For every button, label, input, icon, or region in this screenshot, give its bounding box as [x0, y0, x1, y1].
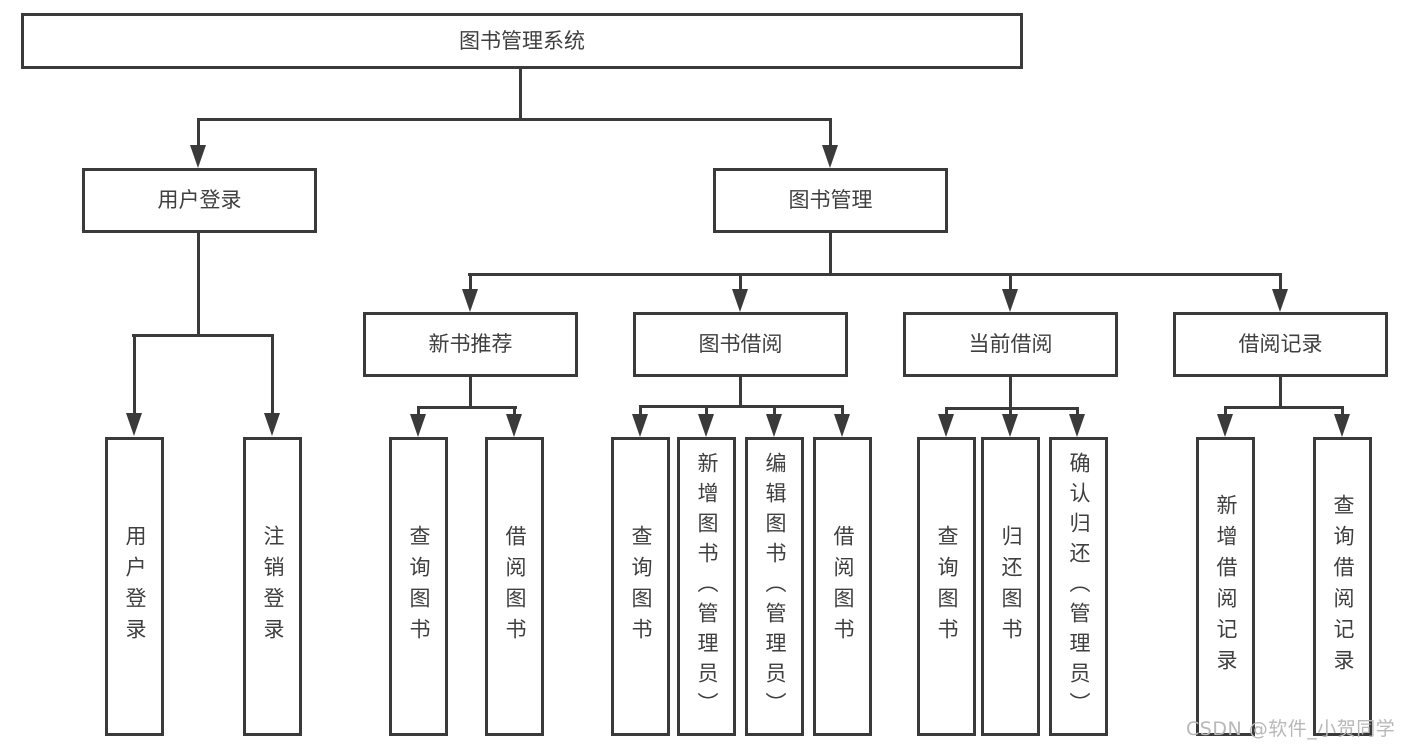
- connector-drop-mgmt: [829, 118, 832, 148]
- connector-mgmt-rail: [468, 273, 1282, 276]
- connector-drop: [945, 407, 948, 416]
- connector-mgmt-stem: [829, 233, 832, 275]
- node-label: 编辑图书（管理员）: [763, 451, 787, 722]
- leaf-return-books: 归还图书: [981, 437, 1040, 736]
- node-label: 用户登录: [157, 188, 242, 212]
- connector-groupC-rail: [639, 405, 844, 408]
- connector-root-stem: [519, 69, 522, 120]
- leaf-logout: 注销登录: [243, 437, 302, 736]
- connector-groupB-stem: [469, 377, 472, 408]
- node-book-borrowing: 图书借阅: [633, 312, 848, 377]
- node-label: 借阅图书: [503, 524, 527, 649]
- node-root-library-system: 图书管理系统: [21, 13, 1023, 69]
- connector-drop-logout: [271, 334, 274, 416]
- node-new-book-recommend: 新书推荐: [363, 312, 578, 377]
- arrow-down-icon: [410, 414, 426, 437]
- arrow-down-icon: [632, 414, 648, 437]
- connector-drop: [1009, 407, 1012, 416]
- connector-groupD-rail: [945, 407, 1079, 410]
- leaf-add-borrow-record: 新增借阅记录: [1196, 437, 1255, 736]
- node-label: 注销登录: [261, 524, 285, 649]
- arrow-down-icon: [462, 289, 478, 312]
- arrow-down-icon: [1217, 414, 1233, 437]
- leaf-borrow-books-borrowing: 借阅图书: [813, 437, 872, 736]
- arrow-down-icon: [1002, 414, 1018, 437]
- node-label: 借阅图书: [831, 524, 855, 649]
- node-label: 新增图书（管理员）: [695, 451, 719, 722]
- node-label: 归还图书: [999, 524, 1023, 649]
- connector-drop: [1341, 406, 1344, 416]
- leaf-query-books-current: 查询图书: [917, 437, 976, 736]
- leaf-edit-books-admin: 编辑图书（管理员）: [745, 437, 804, 736]
- node-label: 图书管理: [788, 188, 873, 212]
- connector-drop-login: [197, 118, 200, 148]
- csdn-watermark: CSDN @软件_小贺同学: [1186, 718, 1396, 740]
- node-label: 查询图书: [629, 524, 653, 649]
- node-label: 确认归还（管理员）: [1067, 451, 1091, 722]
- leaf-query-books-borrowing: 查询图书: [611, 437, 670, 736]
- connector-drop: [1076, 407, 1079, 416]
- connector-drop: [705, 405, 708, 416]
- arrow-down-icon: [766, 414, 782, 437]
- leaf-add-books-admin: 新增图书（管理员）: [677, 437, 736, 736]
- node-label: 图书借阅: [698, 332, 783, 356]
- connector-login-stem: [197, 233, 200, 336]
- connector-drop-book-borrow: [739, 273, 742, 291]
- leaf-query-borrow-record: 查询借阅记录: [1313, 437, 1372, 736]
- node-label: 新增借阅记录: [1214, 493, 1238, 680]
- node-current-borrowing: 当前借阅: [903, 312, 1118, 377]
- arrow-down-icon: [732, 289, 748, 312]
- connector-drop: [1224, 406, 1227, 416]
- connector-drop-new-book: [469, 273, 472, 291]
- arrow-down-icon: [126, 413, 142, 436]
- connector-drop: [417, 406, 420, 416]
- node-label: 新书推荐: [428, 332, 513, 356]
- connector-drop: [773, 405, 776, 416]
- arrow-down-icon: [1334, 414, 1350, 437]
- leaf-confirm-return-admin: 确认归还（管理员）: [1049, 437, 1108, 736]
- node-label: 查询图书: [935, 524, 959, 649]
- leaf-query-books-recommend: 查询图书: [389, 437, 448, 736]
- leaf-borrow-books-recommend: 借阅图书: [485, 437, 544, 736]
- node-label: 用户登录: [123, 524, 147, 649]
- arrow-down-icon: [1272, 289, 1288, 312]
- connector-groupC-stem: [739, 377, 742, 407]
- connector-groupE-rail: [1224, 406, 1344, 409]
- arrow-down-icon: [1002, 289, 1018, 312]
- node-book-management-branch: 图书管理: [713, 168, 948, 233]
- connector-drop: [841, 405, 844, 416]
- node-label: 查询图书: [407, 524, 431, 649]
- connector-login-rail: [132, 334, 274, 337]
- arrow-down-icon: [264, 413, 280, 436]
- connector-drop-borrow-record: [1279, 273, 1282, 291]
- node-label: 借阅记录: [1238, 332, 1323, 356]
- arrow-down-icon: [1069, 414, 1085, 437]
- connector-drop-user-login: [133, 334, 136, 416]
- arrow-down-icon: [190, 145, 206, 168]
- connector-groupB-rail: [417, 406, 517, 409]
- connector-drop: [639, 405, 642, 416]
- leaf-user-login: 用户登录: [105, 437, 164, 736]
- connector-groupD-stem: [1009, 377, 1012, 409]
- connector-root-rail: [197, 118, 832, 121]
- connector-drop-current-borrow: [1009, 273, 1012, 291]
- node-label: 图书管理系统: [459, 28, 585, 53]
- connector-groupE-stem: [1279, 377, 1282, 408]
- arrow-down-icon: [834, 414, 850, 437]
- node-user-login-branch: 用户登录: [82, 168, 317, 233]
- arrow-down-icon: [506, 414, 522, 437]
- node-label: 查询借阅记录: [1331, 493, 1355, 680]
- node-label: 当前借阅: [968, 332, 1053, 356]
- node-borrowing-records: 借阅记录: [1173, 312, 1388, 377]
- arrow-down-icon: [938, 414, 954, 437]
- connector-drop: [513, 406, 516, 416]
- arrow-down-icon: [698, 414, 714, 437]
- arrow-down-icon: [822, 145, 838, 168]
